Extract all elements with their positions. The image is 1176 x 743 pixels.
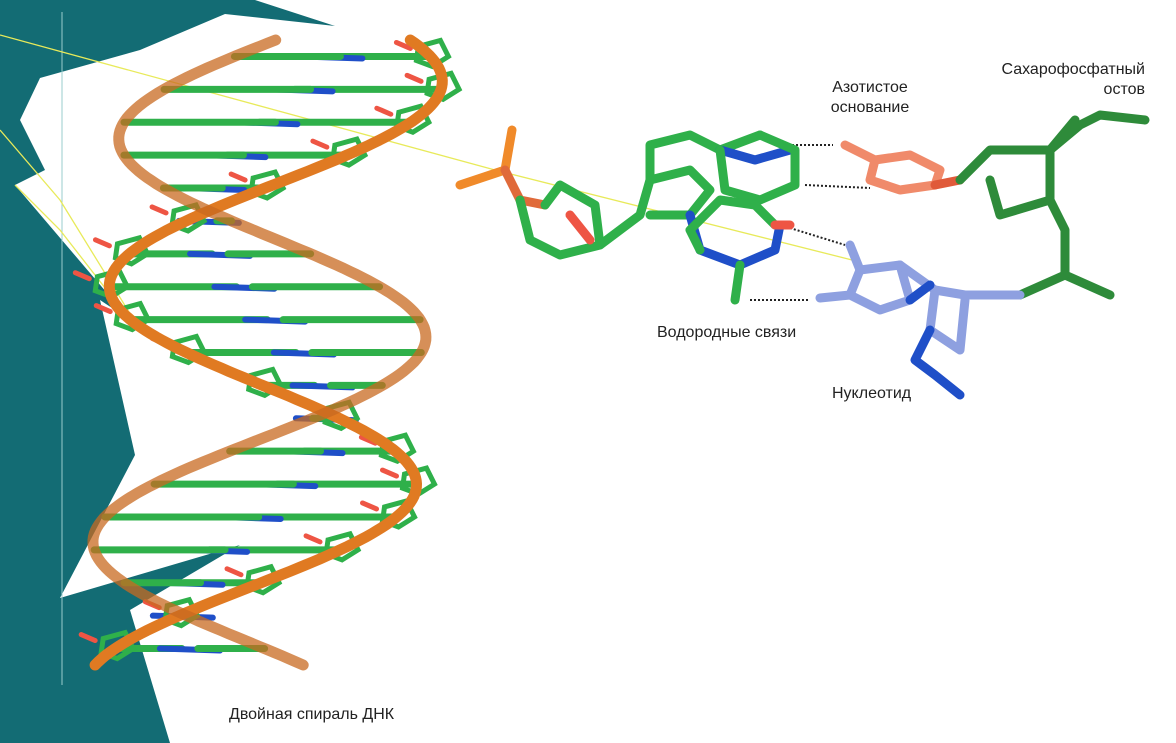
nucleotide-model — [815, 240, 1025, 400]
oxygen-stub — [72, 270, 92, 282]
oxygen-stub — [93, 303, 113, 315]
sugar-phosphate-backbone-model — [955, 110, 1150, 300]
sugar-ring — [394, 103, 433, 136]
hydrogen-bonds-label: Водородные связи — [657, 324, 797, 341]
oxygen-stub — [149, 204, 169, 216]
backbone-strand-b — [87, 34, 432, 671]
sugar-ring — [112, 234, 151, 267]
nitrogen-base-label-line1: Азотистое — [832, 79, 908, 96]
teal-background-shape — [0, 0, 335, 743]
oxygen-stub — [404, 72, 424, 84]
nitrogen-base-label: Азотистое основание — [815, 78, 925, 118]
oxygen-stub — [224, 566, 244, 578]
oxygen-stub — [379, 467, 399, 479]
oxygen-stub — [78, 632, 98, 644]
nucleotide-label: Нуклеотид — [832, 385, 912, 402]
nitrogen-base-label-line2: основание — [830, 99, 910, 116]
oxygen-stub — [228, 171, 248, 183]
sugar-ring — [379, 498, 418, 530]
oxygen-stub — [360, 500, 380, 512]
sugar-ring — [399, 465, 438, 497]
sugar-phosphate-label: Сахарофосфатный остов — [975, 60, 1145, 100]
guide-line-top — [0, 34, 496, 171]
oxygen-stub — [310, 138, 330, 150]
sugar-ring — [98, 629, 137, 662]
oxygen-stub — [374, 105, 394, 117]
sugar-phosphate-label-line1: Сахарофосфатный — [1001, 61, 1145, 78]
sugar-ring — [424, 70, 463, 103]
oxygen-stub — [92, 237, 112, 249]
oxygen-stub — [393, 39, 413, 51]
double-helix-label: Двойная спираль ДНК — [229, 706, 395, 723]
backbone-strand-a — [89, 34, 448, 671]
oxygen-stub — [303, 533, 323, 545]
left-nucleotide-model — [455, 125, 800, 305]
nitrogen-base-model — [840, 140, 965, 195]
sugar-phosphate-label-line2: остов — [1103, 81, 1145, 98]
